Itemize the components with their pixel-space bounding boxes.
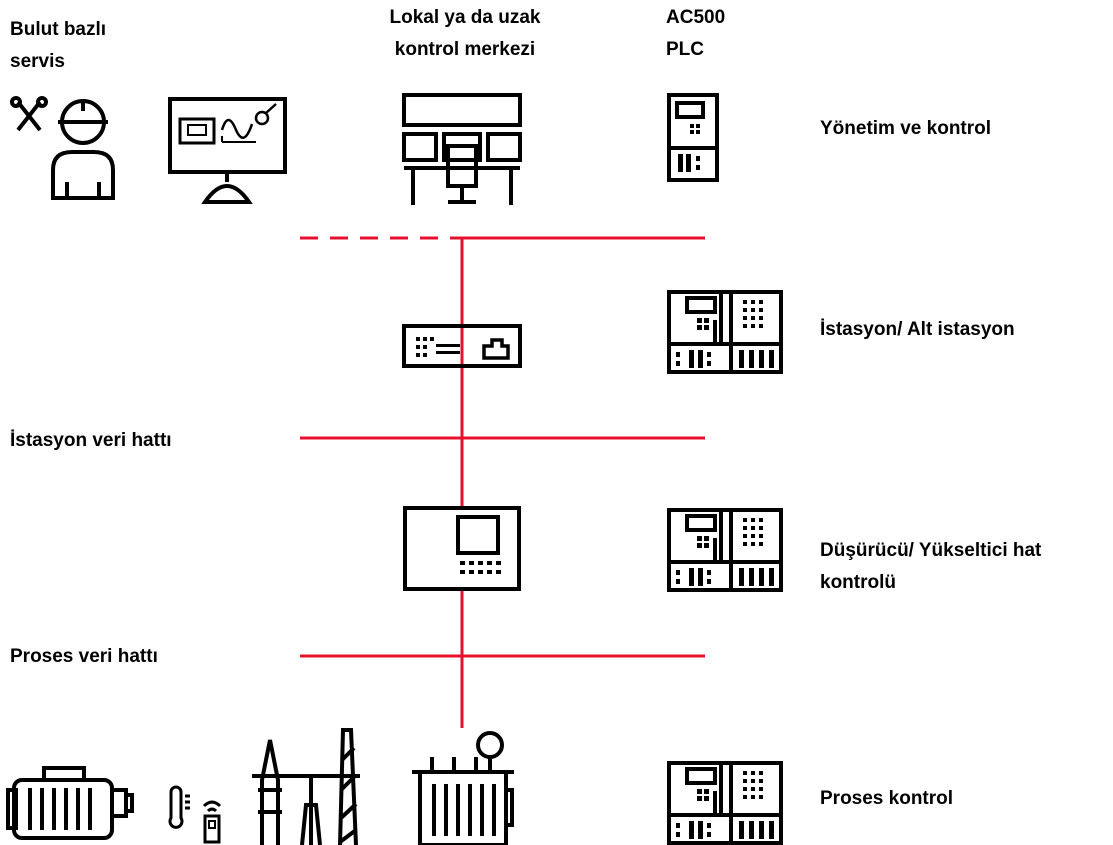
station-bus-label: İstasyon veri hattı [10,430,172,451]
station-label: İstasyon/ Alt istasyon [820,319,1015,340]
plc-label: AC500 PLC [666,7,726,60]
controller-panel-icon [403,506,521,591]
thermometer-icon [168,785,190,829]
process-bus-label: Proses veri hattı [10,646,158,667]
plc-small-icon [667,93,719,182]
feeder-label: Düşürücü/ Yükseltici hat kontrolü [820,540,1042,593]
gateway-router-icon [402,324,522,368]
plc-rack-icon [667,508,783,592]
process-control-label: Proses kontrol [820,788,954,809]
monitoring-screen-icon [168,97,287,204]
cloud-service-label: Bulut bazlı servis [10,19,107,72]
pylon-icon [252,728,360,845]
motor-icon [6,766,134,840]
management-label: Yönetim ve kontrol [820,118,992,139]
service-technician-icon [10,96,115,200]
control-center-label: Lokal ya da uzak kontrol merkezi [389,7,541,60]
control-room-icon [402,93,522,205]
transformer-icon [412,731,514,845]
plc-rack-icon [667,761,783,845]
plc-rack-icon [667,290,783,374]
wireless-sensor-icon [202,800,222,844]
